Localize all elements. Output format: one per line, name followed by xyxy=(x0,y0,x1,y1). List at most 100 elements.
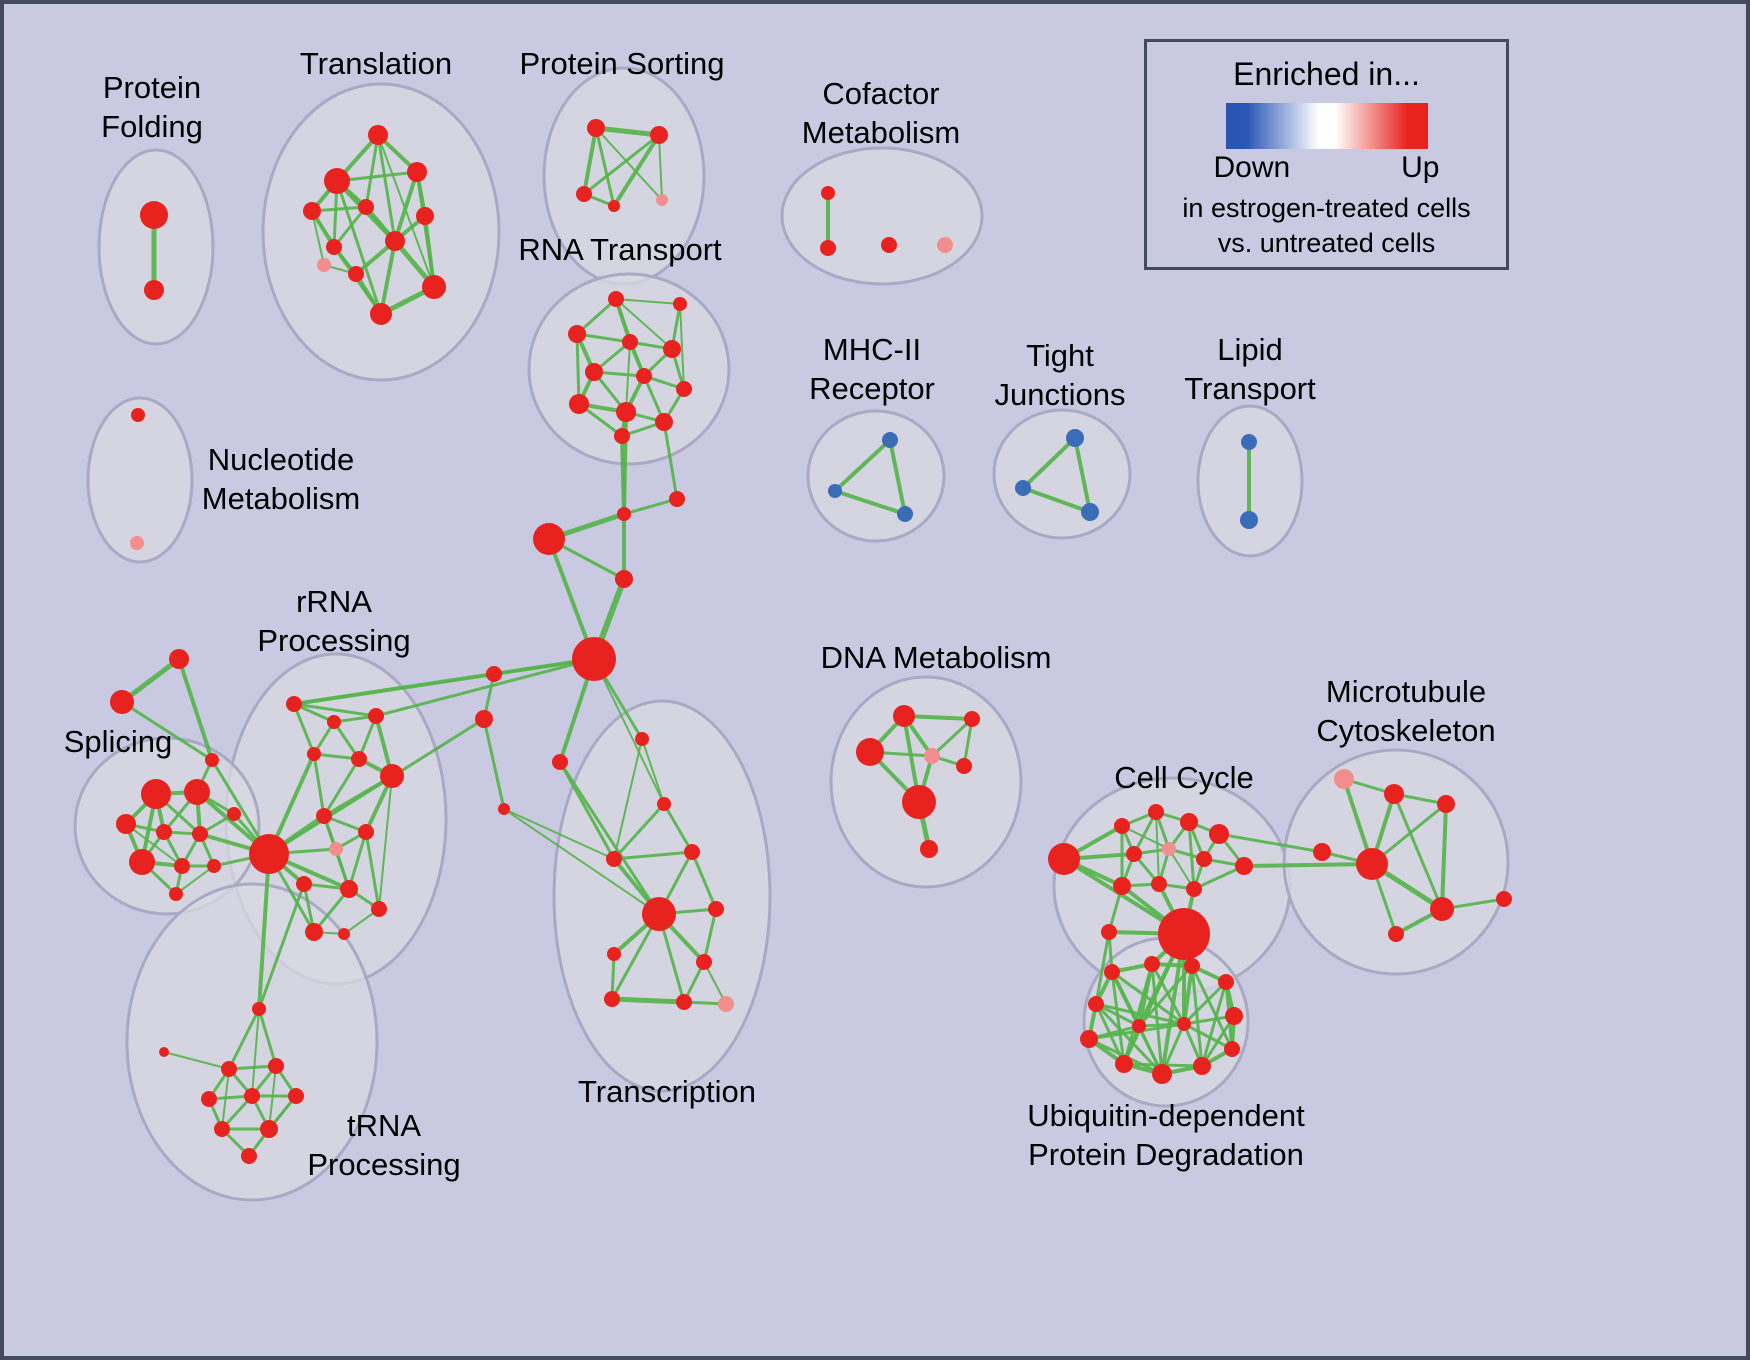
network-edge xyxy=(364,830,381,911)
network-node xyxy=(585,363,603,381)
legend-captions: in estrogen-treated cells vs. untreated … xyxy=(1147,191,1506,261)
cluster-ellipse-trna-processing xyxy=(125,882,379,1202)
network-edge xyxy=(378,775,393,910)
network-node xyxy=(130,536,144,550)
network-node xyxy=(718,996,734,1012)
network-edge xyxy=(582,126,598,196)
network-node xyxy=(368,708,384,724)
network-node xyxy=(296,876,312,892)
network-node xyxy=(1334,769,1354,789)
network-node xyxy=(252,1002,266,1016)
network-node xyxy=(650,126,668,144)
network-edge xyxy=(930,717,974,758)
network-node xyxy=(475,710,493,728)
network-node xyxy=(657,797,671,811)
network-edge xyxy=(1094,1002,1164,1076)
network-edge xyxy=(227,1007,261,1071)
network-node xyxy=(184,779,210,805)
network-node xyxy=(893,705,915,727)
network-node xyxy=(1126,846,1142,862)
network-node xyxy=(348,266,364,282)
network-node xyxy=(1066,429,1084,447)
network-edge xyxy=(888,438,907,516)
network-node xyxy=(1080,1030,1098,1048)
network-edge xyxy=(312,887,351,934)
network-node xyxy=(656,194,668,206)
network-edge xyxy=(615,298,681,305)
network-edge xyxy=(593,658,665,805)
network-node xyxy=(407,162,427,182)
network-node xyxy=(358,199,374,215)
network-node xyxy=(1224,1041,1240,1057)
network-node xyxy=(622,334,638,350)
network-edge xyxy=(293,673,495,705)
network-node xyxy=(1148,804,1164,820)
network-node xyxy=(207,859,221,873)
legend: Enriched in... Down Up in estrogen-treat… xyxy=(1144,39,1509,270)
network-node xyxy=(169,887,183,901)
network-edge xyxy=(257,1007,278,1068)
network-node xyxy=(1162,842,1176,856)
network-edge xyxy=(1192,864,1246,891)
network-node xyxy=(1115,1055,1133,1073)
network-node xyxy=(205,753,219,767)
network-edge xyxy=(175,865,215,895)
network-node xyxy=(587,119,605,137)
network-edge xyxy=(593,125,662,138)
network-edge xyxy=(625,341,631,413)
cluster-ellipse-tight-junctions xyxy=(992,408,1132,540)
network-node xyxy=(486,666,502,682)
network-edge xyxy=(1155,811,1160,885)
network-node xyxy=(141,779,171,809)
network-edge xyxy=(120,700,214,762)
network-node xyxy=(1151,876,1167,892)
network-node xyxy=(327,715,341,729)
network-edge xyxy=(1137,1022,1186,1028)
network-node xyxy=(329,842,343,856)
network-edge xyxy=(374,657,596,718)
network-edge xyxy=(1094,1002,1141,1028)
network-node xyxy=(1313,843,1331,861)
network-node xyxy=(169,649,189,669)
network-node xyxy=(606,851,622,867)
network-node xyxy=(964,711,980,727)
legend-caption-line2: vs. untreated cells xyxy=(1217,228,1436,258)
network-edge xyxy=(609,996,687,1005)
network-node xyxy=(144,280,164,300)
legend-caption-line1: in estrogen-treated cells xyxy=(1182,193,1471,223)
network-node xyxy=(820,240,836,256)
network-edge xyxy=(311,210,325,266)
legend-up-label: Up xyxy=(1401,151,1440,184)
network-edge xyxy=(833,489,907,516)
network-node xyxy=(1180,813,1198,831)
cluster-ellipse-transcription xyxy=(552,699,772,1093)
network-edge xyxy=(482,717,506,811)
network-node xyxy=(129,849,155,875)
network-node xyxy=(1101,924,1117,940)
network-node xyxy=(385,231,405,251)
network-node xyxy=(684,844,700,860)
network-node xyxy=(1177,1017,1191,1031)
network-node xyxy=(286,696,302,712)
network-svg xyxy=(73,66,1512,1202)
network-node xyxy=(1132,1019,1146,1033)
network-node xyxy=(1113,877,1131,895)
cluster-ellipse-nucleotide-metabolism xyxy=(86,396,194,564)
network-node xyxy=(241,1148,257,1164)
network-node xyxy=(617,507,631,521)
network-edge xyxy=(1094,930,1111,1006)
network-edge xyxy=(690,850,718,911)
network-node xyxy=(214,1121,230,1137)
network-node xyxy=(380,764,404,788)
network-node xyxy=(608,200,620,212)
network-node xyxy=(317,258,331,272)
network-node xyxy=(897,506,913,522)
network-node xyxy=(552,754,568,770)
network-node xyxy=(828,484,842,498)
network-node xyxy=(1015,480,1031,496)
network-node xyxy=(576,186,592,202)
network-node xyxy=(1158,908,1210,960)
network-node xyxy=(307,747,321,761)
network-node xyxy=(676,381,692,397)
network-node xyxy=(1496,891,1512,907)
